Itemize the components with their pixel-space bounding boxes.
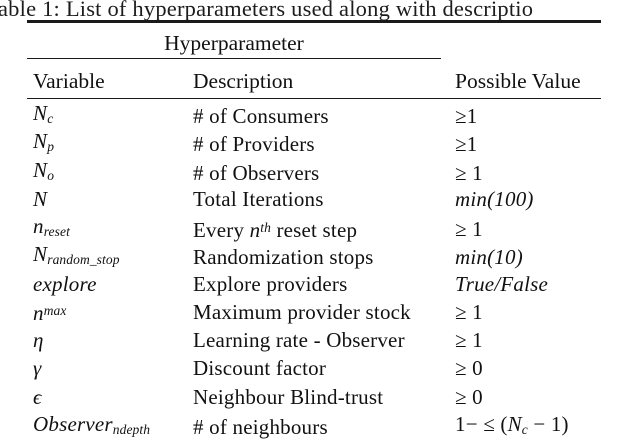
table-row: nmax Maximum provider stock ≥ 1 — [0, 298, 640, 326]
variable-cell: N — [33, 186, 48, 211]
description-cell: # of Providers — [193, 132, 315, 157]
table-row: nreset Every nth reset step ≥ 1 — [0, 213, 640, 243]
value-cell: min(10) — [455, 245, 523, 270]
group-header-underline — [27, 58, 441, 60]
description-cell: Total Iterations — [193, 186, 324, 211]
table-top-rule — [27, 20, 601, 23]
table-caption: able 1: List of hyperparameters used alo… — [0, 0, 534, 21]
description-cell: # of neighbours — [193, 414, 328, 439]
description-cell: Every nth reset step — [193, 218, 358, 243]
description-cell: Learning rate - Observer — [193, 328, 405, 353]
table-row: ϵ Neighbour Blind-trust ≥ 0 — [0, 383, 640, 411]
header-rule — [27, 97, 601, 100]
variable-cell: explore — [33, 271, 97, 296]
value-cell: ≥ 1 — [455, 328, 483, 353]
value-cell: ≥1 — [455, 132, 478, 157]
value-cell: ≥ 0 — [455, 384, 483, 409]
value-cell: True/False — [455, 271, 549, 296]
table-row: Nc # of Consumers ≥1 — [0, 100, 640, 128]
description-cell: Discount factor — [193, 356, 327, 381]
table-row: Np # of Providers ≥1 — [0, 128, 640, 156]
variable-cell: nmax — [33, 300, 67, 325]
value-cell: ≥ 1 — [455, 217, 483, 242]
description-cell: Explore providers — [193, 271, 348, 296]
value-cell: ≥1 — [455, 104, 478, 129]
variable-cell: Observerndepth — [33, 411, 151, 437]
value-cell: min(100) — [455, 186, 534, 211]
column-header-possible-value: Possible Value — [455, 69, 581, 93]
variable-cell: nreset — [33, 214, 70, 240]
description-cell: # of Consumers — [193, 104, 329, 129]
value-cell: ≥ 1 — [455, 299, 483, 324]
group-header-hyperparameter: Hyperparameter — [164, 31, 304, 55]
table-row: No # of Observers ≥ 1 — [0, 157, 640, 185]
column-header-variable: Variable — [33, 69, 105, 93]
variable-cell: Np — [33, 129, 55, 155]
value-cell: 1− ≤ (Nc − 1) — [455, 411, 569, 437]
variable-cell: γ — [33, 356, 42, 381]
column-header-description: Description — [193, 69, 294, 93]
description-cell: Neighbour Blind-trust — [193, 384, 384, 409]
table-row: γ Discount factor ≥ 0 — [0, 354, 640, 382]
table-row: Observerndepth # of neighbours 1− ≤ (Nc … — [0, 411, 640, 439]
variable-cell: ϵ — [33, 384, 42, 409]
value-cell: ≥ 0 — [455, 356, 483, 381]
variable-cell: η — [33, 328, 44, 353]
description-cell: Maximum provider stock — [193, 299, 411, 324]
description-cell: Randomization stops — [193, 245, 374, 270]
description-cell: # of Observers — [193, 160, 320, 185]
variable-cell: No — [33, 157, 55, 183]
table-body: Nc # of Consumers ≥1 Np # of Providers ≥… — [0, 100, 640, 439]
table-row: N Total Iterations min(100) — [0, 185, 640, 213]
table-row: η Learning rate - Observer ≥ 1 — [0, 326, 640, 354]
table-row: explore Explore providers True/False — [0, 270, 640, 298]
variable-cell: Nrandom_stop — [33, 242, 120, 268]
value-cell: ≥ 1 — [455, 160, 483, 185]
variable-cell: Nc — [33, 101, 54, 127]
table-row: Nrandom_stop Randomization stops min(10) — [0, 241, 640, 269]
